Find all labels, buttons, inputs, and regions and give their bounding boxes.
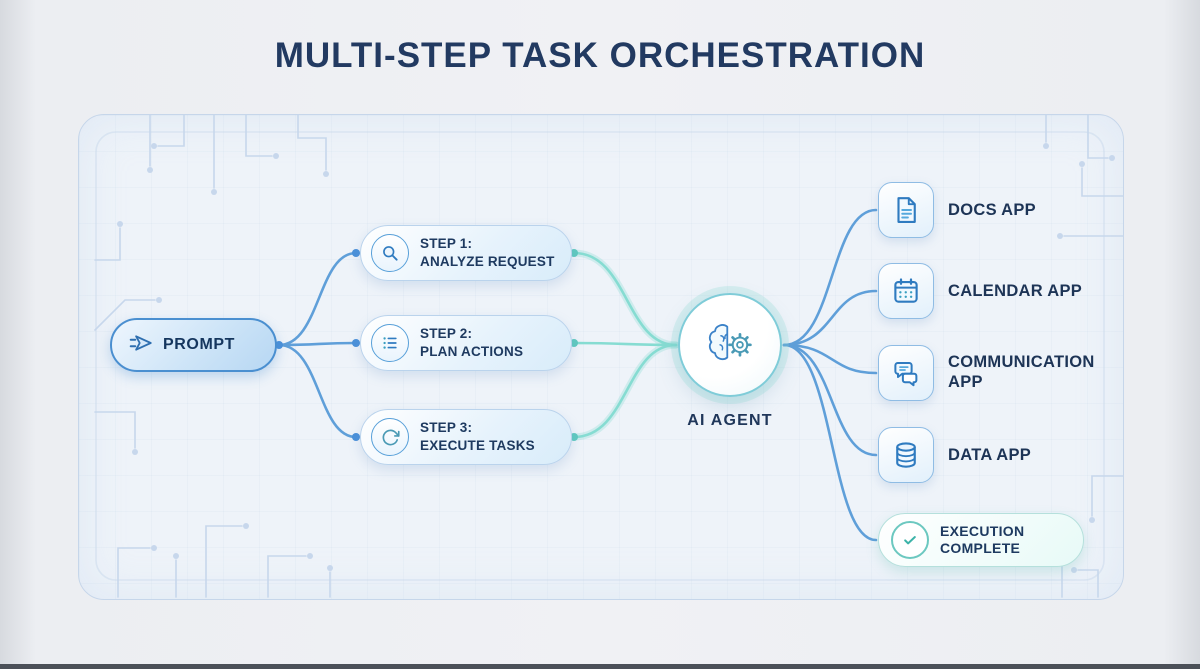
app-data-label: DATA APP [948,445,1032,464]
calendar-icon [878,263,934,319]
bottom-edge-bar [0,664,1200,669]
step-1-node: STEP 1: ANALYZE REQUEST [360,225,572,281]
refresh-icon [371,418,409,456]
step-2-node: STEP 2: PLAN ACTIONS [360,315,572,371]
step-1-subtitle: ANALYZE REQUEST [420,254,555,269]
list-icon [371,324,409,362]
app-communication-label: COMMUNICATION APP [948,353,1095,391]
ai-agent-node [678,293,782,397]
step-2-subtitle: PLAN ACTIONS [420,344,524,359]
search-icon [371,234,409,272]
check-icon [891,521,929,559]
app-docs-label: DOCS APP [948,200,1036,219]
document-icon [878,182,934,238]
send-icon [128,330,154,361]
step-3-node: STEP 3: EXECUTE TASKS [360,409,572,465]
brain-gear-icon [701,314,759,377]
execution-complete-node: EXECUTION COMPLETE [878,513,1084,567]
step-2-title: STEP 2: [420,326,473,342]
ai-agent-label: AI AGENT [687,412,773,429]
app-data: DATA APP [878,427,1032,483]
execution-complete-line2: COMPLETE [940,540,1021,556]
step-3-title: STEP 3: [420,420,473,436]
app-docs: DOCS APP [878,182,1036,238]
step-3-subtitle: EXECUTE TASKS [420,438,535,453]
prompt-label: PROMPT [163,336,236,353]
prompt-node: PROMPT [110,318,277,372]
app-communication: COMMUNICATION APP [878,345,1098,401]
execution-complete-line1: EXECUTION [940,522,1025,539]
chat-bubbles-icon [878,345,934,401]
step-1-title: STEP 1: [420,236,473,252]
page-title: MULTI-STEP TASK ORCHESTRATION [274,36,926,75]
app-calendar: CALENDAR APP [878,263,1083,319]
app-calendar-label: CALENDAR APP [948,281,1083,300]
database-icon [878,427,934,483]
